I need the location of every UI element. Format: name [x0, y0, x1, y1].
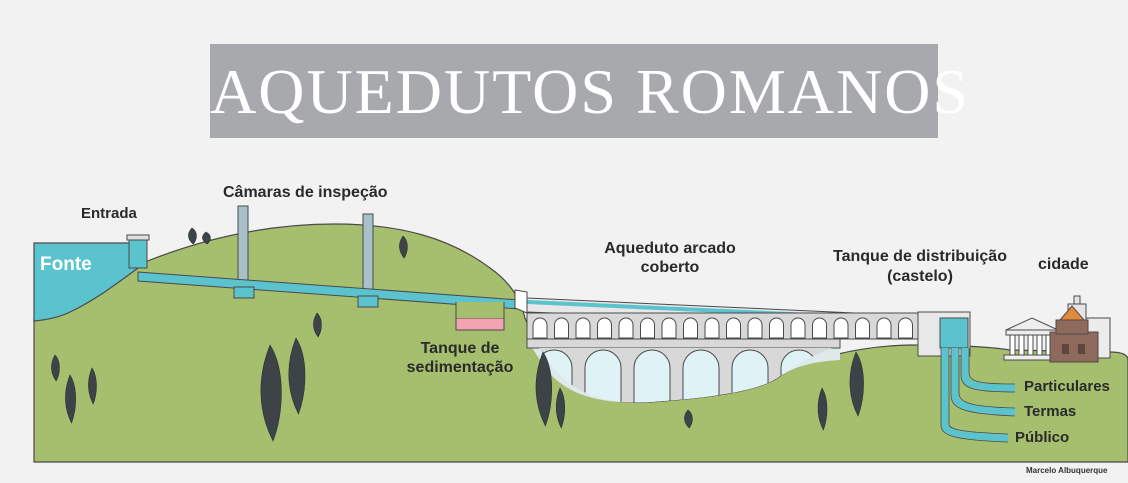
cypress-tree	[288, 337, 306, 415]
city-buildings	[1003, 295, 1111, 363]
upper-arch	[661, 317, 677, 339]
cypress-tree	[260, 344, 282, 442]
upper-arch	[747, 317, 763, 339]
label-publico: Público	[1015, 429, 1070, 446]
label-tanque-sedimentacao-1: Tanque de	[420, 340, 500, 357]
upper-arch	[618, 317, 634, 339]
label-tanque-sedimentacao-2: sedimentação	[406, 359, 514, 376]
label-cidade: cidade	[1038, 256, 1089, 273]
cypress-tree	[202, 231, 211, 245]
upper-arch	[726, 317, 741, 339]
label-aqueduto-2: coberto	[640, 259, 700, 276]
cypress-tree	[849, 351, 864, 417]
upper-arch	[683, 317, 698, 339]
label-tanque-distribuicao-1: Tanque de distribuição	[833, 248, 1007, 265]
lower-arch	[633, 349, 671, 403]
label-camaras: Câmaras de inspeção	[223, 184, 388, 201]
upper-arch	[640, 317, 655, 339]
cypress-tree	[399, 235, 408, 259]
upper-arch	[790, 317, 806, 339]
upper-arch	[898, 317, 913, 339]
upper-arch	[812, 317, 827, 339]
label-tanque-distribuicao-2: (castelo)	[887, 268, 953, 285]
source-water	[33, 242, 139, 322]
lower-arch	[731, 349, 769, 403]
cypress-tree	[555, 387, 566, 429]
upper-arch	[575, 317, 591, 339]
upper-arch	[554, 317, 569, 339]
upper-arch	[704, 317, 720, 339]
label-particulares: Particulares	[1024, 378, 1110, 395]
upper-arch	[532, 317, 548, 339]
cypress-tree	[88, 367, 97, 405]
upper-arch	[597, 317, 612, 339]
sedimentation-tank	[455, 317, 505, 331]
label-entrada: Entrada	[81, 205, 137, 222]
lower-arch	[682, 349, 720, 403]
cypress-tree	[51, 354, 60, 382]
cypress-tree	[188, 227, 197, 245]
upper-arch	[833, 317, 849, 339]
cypress-tree	[65, 374, 76, 424]
diagram-title: AQUEDUTOS ROMANOS	[210, 56, 970, 127]
label-aqueduto-1: Aqueduto arcado	[604, 240, 736, 257]
label-termas: Termas	[1024, 403, 1077, 420]
cypress-tree	[535, 351, 552, 427]
label-fonte: Fonte	[40, 254, 92, 275]
upper-arch	[769, 317, 784, 339]
upper-arch	[876, 317, 892, 339]
cypress-tree	[684, 409, 693, 429]
cypress-tree	[817, 387, 828, 431]
lower-arch	[584, 349, 622, 403]
title-banner: AQUEDUTOS ROMANOS	[210, 44, 970, 138]
upper-arch	[855, 317, 870, 339]
outflow-pipes	[941, 348, 1016, 442]
author-credit: Marcelo Albuquerque	[1026, 466, 1108, 475]
cypress-tree	[313, 312, 322, 338]
cypress-trees	[51, 227, 864, 442]
entrance-structure	[128, 237, 148, 269]
